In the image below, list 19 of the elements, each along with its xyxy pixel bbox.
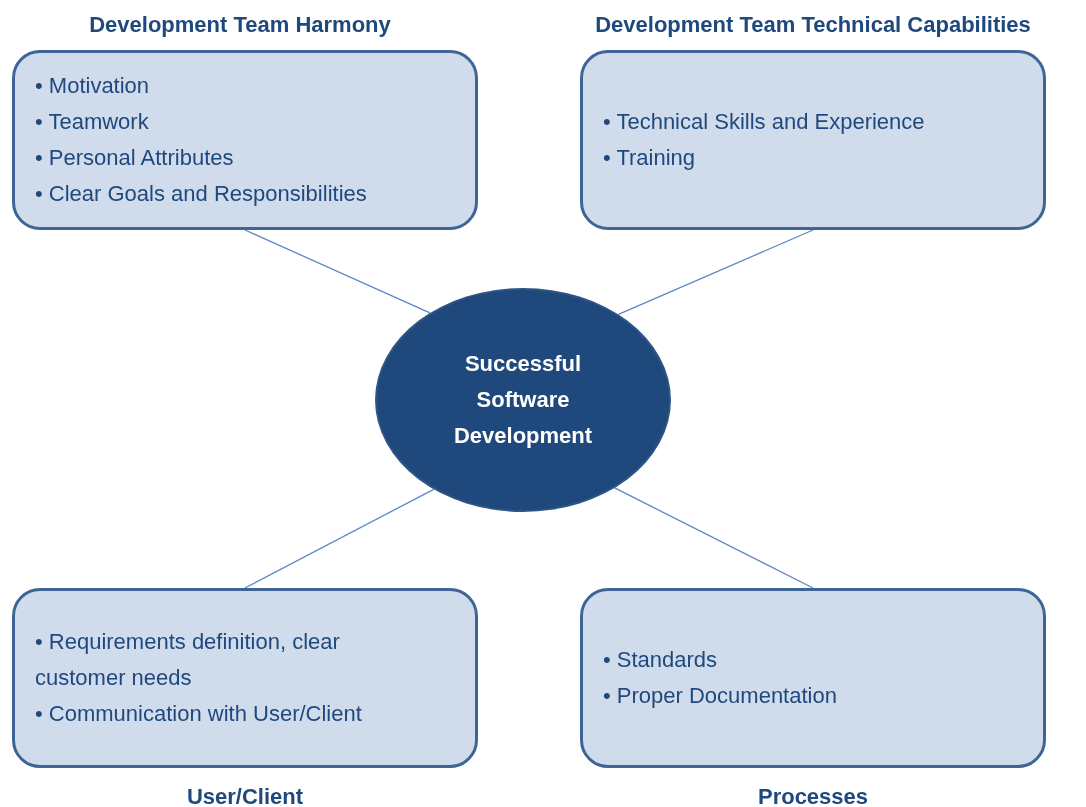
bullet-item: • Motivation bbox=[35, 72, 151, 100]
bullet-item: • Clear Goals and Responsibilities bbox=[35, 180, 368, 208]
connector-line bbox=[617, 229, 814, 316]
bullet-item: • Teamwork bbox=[35, 108, 150, 136]
connector-line bbox=[614, 487, 814, 589]
category-heading: Processes bbox=[757, 783, 869, 807]
bullet-item: • Training bbox=[603, 144, 697, 172]
bullet-item: • Requirements definition, clear customer needs bbox=[35, 628, 341, 692]
bullet-item: • Standards bbox=[603, 646, 719, 674]
center-title: Successful Software Development bbox=[452, 350, 594, 450]
category-heading: User/Client bbox=[186, 783, 304, 807]
category-heading: Development Team Harmony bbox=[89, 11, 391, 39]
category-heading: Development Team Technical Capabilities bbox=[595, 11, 1031, 39]
bullet-item: • Communication with User/Client bbox=[35, 700, 363, 728]
bullet-item: • Technical Skills and Experience bbox=[603, 108, 926, 136]
connector-line bbox=[244, 229, 431, 314]
bullet-item: • Personal Attributes bbox=[35, 144, 235, 172]
connector-line bbox=[244, 488, 435, 589]
bullet-item: • Proper Documentation bbox=[603, 682, 838, 710]
